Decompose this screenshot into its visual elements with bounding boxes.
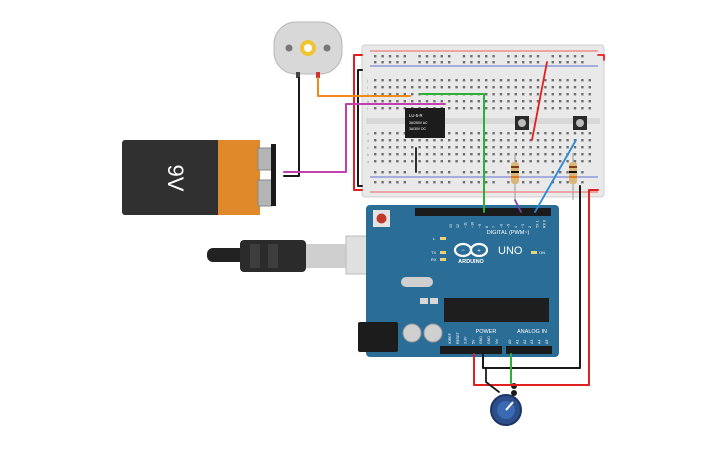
row-letter-e: e	[367, 131, 370, 136]
battery-9v[interactable]: 9V	[122, 140, 276, 215]
digital-pin-label-13: RX 0	[543, 220, 547, 228]
power-pin-label-4: GND	[479, 336, 483, 344]
on-label: ON	[539, 250, 545, 255]
power-label: POWER	[476, 329, 497, 335]
analog-in-label: ANALOG IN	[517, 329, 547, 335]
atmega-chip	[444, 298, 549, 322]
power-pin-label-6: Vin	[495, 339, 499, 344]
wire-black-rail	[357, 69, 363, 187]
power-header	[440, 346, 502, 354]
analog-header	[506, 346, 552, 354]
on-led	[531, 251, 537, 254]
l-label: L	[433, 236, 436, 241]
row-letter-j: j	[366, 78, 368, 83]
analog-pin-label-3: A3	[530, 340, 534, 344]
power-jack[interactable]	[358, 322, 398, 352]
analog-pin-label-2: A2	[523, 340, 527, 344]
wire-red-right-rail	[597, 54, 605, 61]
digital-pin-label-9: 4	[514, 226, 518, 228]
capacitor-1	[402, 323, 422, 343]
arduino-logo: − +	[453, 242, 489, 258]
wire-violet-button	[514, 199, 522, 213]
capacitor-2	[423, 323, 443, 343]
digital-pin-label-3: ~10	[471, 222, 475, 228]
digital-pin-label-5: 8	[485, 226, 489, 228]
arduino-brand: ARDUINO	[458, 259, 484, 265]
power-pin-label-5: GND	[487, 336, 491, 344]
push-button-1[interactable]	[515, 116, 529, 130]
digital-pin-label-10: ~3	[521, 224, 525, 228]
wire-blue-button	[534, 139, 577, 213]
digital-pin-label-7: ~6	[499, 224, 503, 228]
dc-motor[interactable]	[273, 21, 343, 78]
crystal-oscillator	[401, 277, 433, 287]
analog-pin-label-4: A4	[538, 340, 542, 344]
row-letter-a: a	[367, 159, 370, 164]
wire-black-motor	[283, 77, 300, 177]
analog-pin-label-5: A5	[545, 340, 549, 344]
push-button-2[interactable]	[573, 116, 587, 130]
digital-pin-label-8: ~5	[507, 224, 511, 228]
wires	[283, 54, 605, 393]
row-letter-d: d	[367, 138, 369, 143]
tx-label: TX	[431, 250, 436, 255]
relay-line-3: 3A/30V DC	[409, 127, 427, 131]
l-led	[440, 237, 446, 240]
row-letter-c: c	[367, 145, 369, 150]
row-letter-b: b	[367, 152, 370, 157]
battery-voltage-label: 9V	[163, 165, 188, 192]
wire-black-pot	[485, 367, 500, 393]
rx-label: RX	[431, 257, 437, 262]
potentiometer[interactable]	[490, 383, 522, 426]
digital-pin-label-6: 7	[492, 226, 496, 228]
digital-pin-label-12: TX 1	[535, 220, 539, 228]
resistor-2[interactable]	[569, 153, 577, 200]
wire-magenta-battery	[283, 103, 446, 173]
arduino-model: UNO	[498, 245, 523, 257]
row-letter-g: g	[367, 99, 369, 104]
wire-red-button	[531, 61, 548, 141]
wire-red-top-rail	[353, 54, 363, 191]
row-letter-f: f	[367, 106, 369, 111]
analog-pin-label-0: A0	[508, 340, 512, 344]
relay-line-2: 3A/250V AC	[409, 121, 428, 125]
digital-pin-label-0: 13	[449, 224, 453, 228]
svg-text:+: +	[477, 249, 481, 255]
power-pin-label-2: 3.3V	[464, 336, 468, 344]
power-pin-label-1: RESET	[456, 331, 460, 344]
relay-module[interactable]: LU-5-R 3A/250V AC 3A/30V DC	[405, 108, 445, 138]
digital-pin-label-11: 2	[528, 226, 532, 228]
digital-pin-label-2: ~11	[463, 222, 467, 228]
power-pin-label-0: IOREF	[448, 332, 452, 344]
digital-pin-label-1: 12	[456, 224, 460, 228]
digital-pin-label-4: ~9	[478, 224, 482, 228]
row-letter-i: i	[367, 85, 368, 90]
power-pin-label-3: 5V	[471, 339, 475, 344]
rx-led	[440, 258, 446, 261]
relay-line-1: LU-5-R	[409, 113, 423, 118]
digital-pwm-label: DIGITAL (PWM~)	[487, 230, 530, 236]
breadboard-holes	[374, 55, 591, 184]
wire-black-gnd	[482, 185, 581, 369]
wire-green-relay	[419, 93, 485, 213]
analog-pin-label-1: A1	[515, 340, 519, 344]
wire-orange-motor	[317, 77, 411, 97]
tx-led	[440, 251, 446, 254]
wire-red-5v	[473, 189, 599, 386]
resistor-1[interactable]	[511, 153, 519, 200]
svg-text:−: −	[461, 248, 465, 254]
usb-cable[interactable]	[207, 235, 389, 275]
row-letter-h: h	[367, 92, 369, 97]
